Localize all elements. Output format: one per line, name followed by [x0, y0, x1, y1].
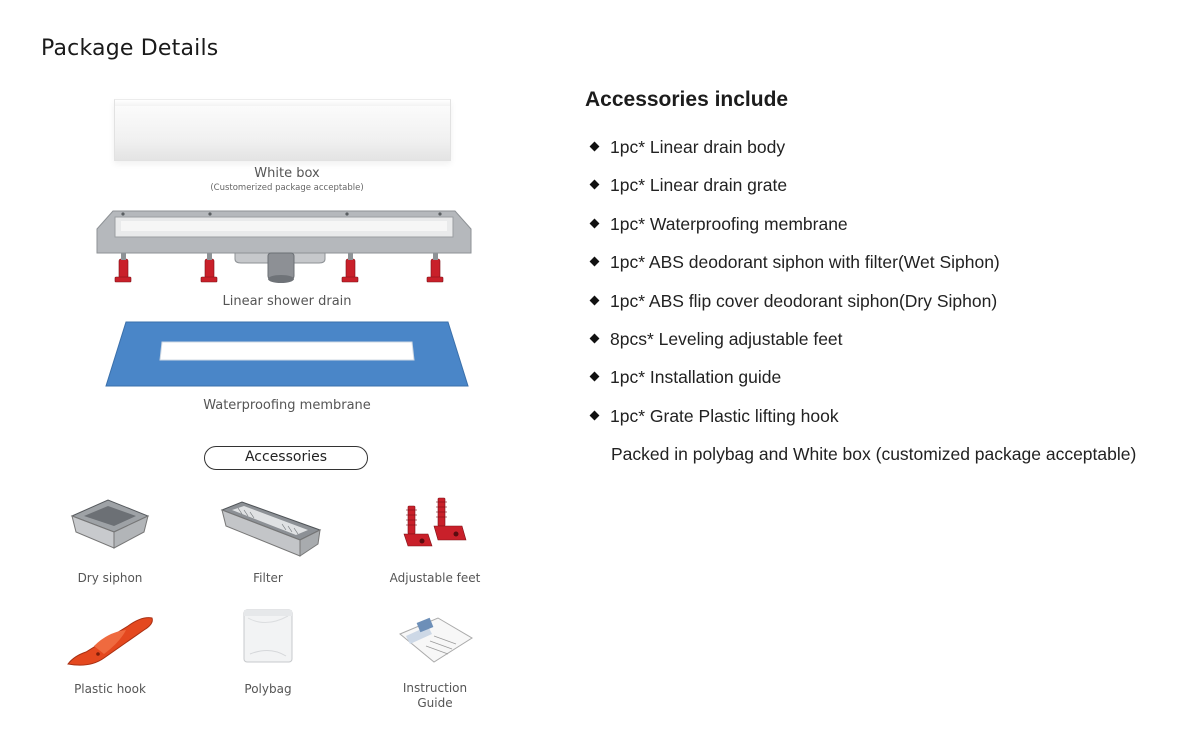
diamond-bullet-icon — [589, 218, 600, 229]
diamond-bullet-icon — [589, 333, 600, 344]
dry-siphon-icon — [70, 499, 150, 549]
white-box-sublabel: (Customerized package acceptable) — [210, 183, 364, 193]
accessory-label-instruction-guide: Instruction Guide — [365, 681, 505, 711]
diamond-bullet-icon — [589, 141, 600, 152]
list-item-text: 1pc* Linear drain grate — [610, 175, 788, 196]
list-item-text: 1pc* ABS deodorant siphon with filter(We… — [610, 252, 1000, 273]
list-item: 1pc* Linear drain body — [588, 137, 1000, 175]
polybag-icon — [243, 609, 293, 663]
drain-caption: Linear shower drain — [222, 294, 352, 309]
diamond-bullet-icon — [589, 371, 600, 382]
diamond-bullet-icon — [589, 410, 600, 421]
page-title: Package Details — [41, 36, 219, 61]
diamond-bullet-icon — [589, 256, 600, 267]
accessories-include-list: 1pc* Linear drain body 1pc* Linear drain… — [588, 137, 1000, 444]
list-item: 1pc* ABS flip cover deodorant siphon(Dry… — [588, 291, 1000, 329]
adjustable-feet-icon — [403, 497, 467, 547]
list-item-text: 1pc* Grate Plastic lifting hook — [610, 405, 839, 426]
instruction-guide-label-line1: Instruction — [402, 681, 468, 695]
accessory-label-plastic-hook: Plastic hook — [74, 682, 146, 696]
list-item: 1pc* Grate Plastic lifting hook — [588, 406, 1000, 444]
white-box-image — [114, 99, 451, 161]
accessory-label-adjustable-feet: Adjustable feet — [389, 571, 481, 585]
packing-note: Packed in polybag and White box (customi… — [611, 444, 1137, 464]
membrane-image — [105, 321, 469, 387]
list-item-text: 1pc* Linear drain body — [610, 137, 786, 157]
list-item: 8pcs* Leveling adjustable feet — [588, 329, 1000, 367]
list-item-text: 1pc* Waterproofing membrane — [610, 213, 848, 234]
white-box-caption: White box (Customerized package acceptab… — [150, 166, 424, 193]
filter-icon — [220, 501, 322, 557]
plastic-hook-icon — [67, 617, 153, 666]
membrane-caption: Waterproofing membrane — [203, 398, 371, 413]
list-item-text: 1pc* Installation guide — [610, 367, 782, 388]
accessory-label-polybag: Polybag — [244, 682, 292, 696]
diamond-bullet-icon — [589, 295, 600, 306]
list-item-text: 8pcs* Leveling adjustable feet — [610, 328, 843, 349]
list-item: 1pc* Linear drain grate — [588, 175, 1000, 213]
linear-drain-image — [96, 210, 472, 283]
instruction-guide-label-line2: Guide — [417, 696, 453, 710]
white-box-label: White box — [254, 166, 320, 181]
accessory-label-dry-siphon: Dry siphon — [77, 571, 143, 585]
diamond-bullet-icon — [589, 179, 600, 190]
list-item: 1pc* Waterproofing membrane — [588, 214, 1000, 252]
accessories-include-title: Accessories include — [585, 88, 789, 111]
accessory-label-filter: Filter — [253, 571, 283, 585]
list-item-text: 1pc* ABS flip cover deodorant siphon(Dry… — [610, 290, 998, 311]
instruction-guide-icon — [399, 617, 473, 663]
accessories-heading: Accessories — [204, 446, 368, 470]
list-item: 1pc* ABS deodorant siphon with filter(We… — [588, 252, 1000, 290]
list-item: 1pc* Installation guide — [588, 367, 1000, 405]
